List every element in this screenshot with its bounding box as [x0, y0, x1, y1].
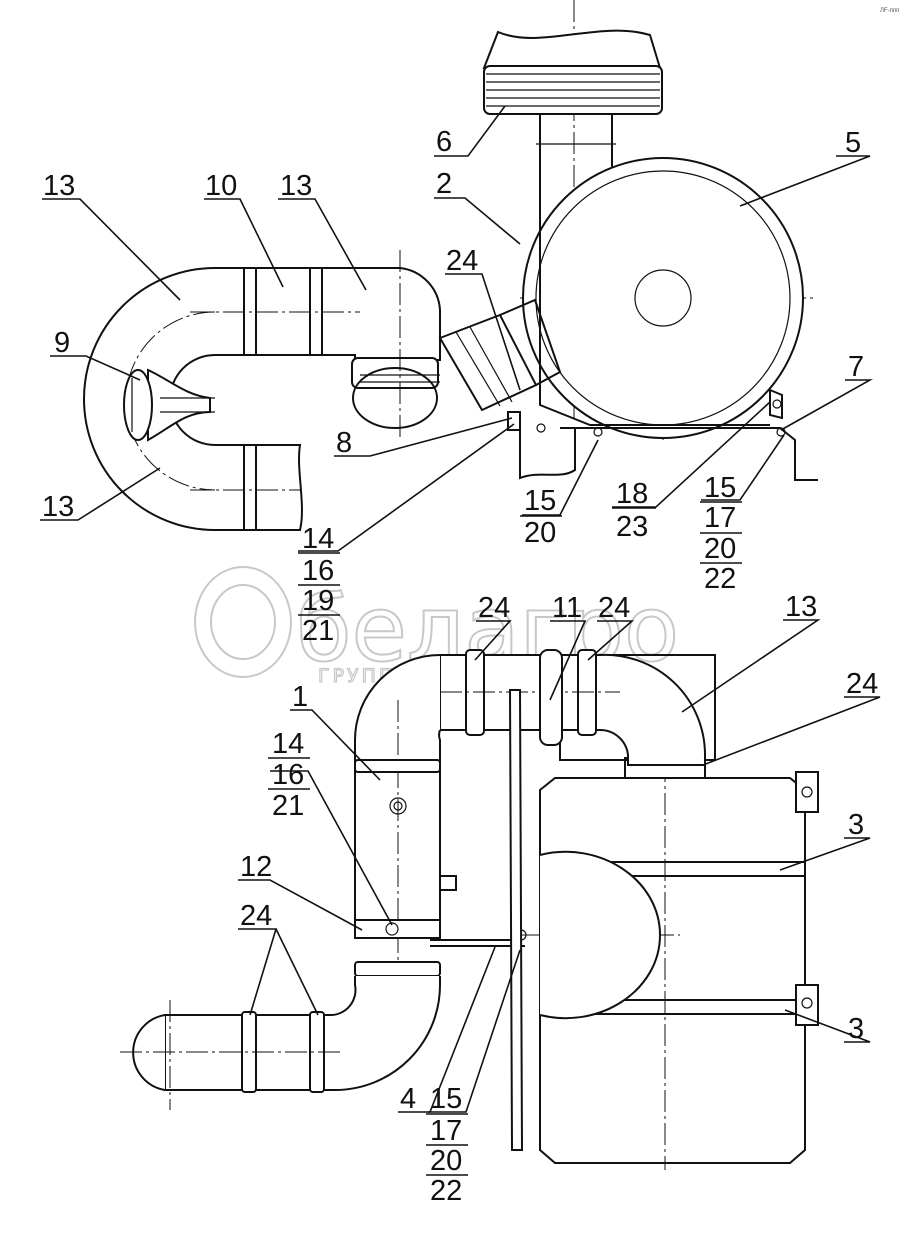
callout-13: 13	[785, 591, 817, 623]
callout-2: 2	[436, 168, 452, 200]
callout-22: 22	[704, 563, 736, 595]
hose-24-top	[438, 313, 538, 412]
callout-24: 24	[846, 668, 878, 700]
callout-24: 24	[240, 900, 272, 932]
callout-3: 3	[848, 1013, 864, 1045]
bottom-view	[120, 649, 819, 1170]
callout-13: 13	[42, 491, 74, 523]
callout-13: 13	[280, 170, 312, 202]
callout-15: 15	[704, 472, 736, 504]
top-view	[83, 0, 818, 531]
callout-22: 22	[430, 1175, 462, 1207]
callout-10: 10	[205, 170, 237, 202]
corner-mark: ЛF-ппп	[880, 8, 899, 14]
callout-21: 21	[302, 615, 334, 647]
callout-8: 8	[336, 427, 352, 459]
callout-16: 16	[272, 759, 304, 791]
callout-24: 24	[478, 592, 510, 624]
callout-24: 24	[446, 245, 478, 277]
callout-14: 14	[302, 523, 334, 555]
callout-20: 20	[524, 517, 556, 549]
precleaner-cap	[482, 29, 662, 69]
callout-14: 14	[272, 728, 304, 760]
callout-24: 24	[598, 592, 630, 624]
callout-7: 7	[848, 351, 864, 383]
callout-23: 23	[616, 511, 648, 543]
callout-6: 6	[436, 126, 452, 158]
dust-valve	[123, 369, 153, 441]
callout-11: 11	[552, 592, 582, 624]
callout-21: 21	[272, 790, 304, 822]
callout-13: 13	[43, 170, 75, 202]
callout-12: 12	[240, 851, 272, 883]
callout-15: 15	[524, 485, 556, 517]
callout-3: 3	[848, 809, 864, 841]
callout-labels: 6 5 13 10 13 2 24 9 8 7 13 18 23 15 20 1…	[42, 126, 878, 1207]
callout-17: 17	[430, 1115, 462, 1147]
callout-19: 19	[302, 585, 334, 617]
air-filter-housing	[522, 157, 804, 439]
callout-16: 16	[302, 555, 334, 587]
callout-17: 17	[704, 502, 736, 534]
leader-lines	[40, 105, 881, 1113]
callout-4: 4	[400, 1083, 416, 1115]
callout-20: 20	[704, 533, 736, 565]
callout-5: 5	[845, 127, 861, 159]
callout-1: 1	[292, 681, 308, 713]
callout-18: 18	[616, 478, 648, 510]
callout-9: 9	[54, 327, 70, 359]
callout-20: 20	[430, 1145, 462, 1177]
callout-15: 15	[430, 1083, 462, 1115]
